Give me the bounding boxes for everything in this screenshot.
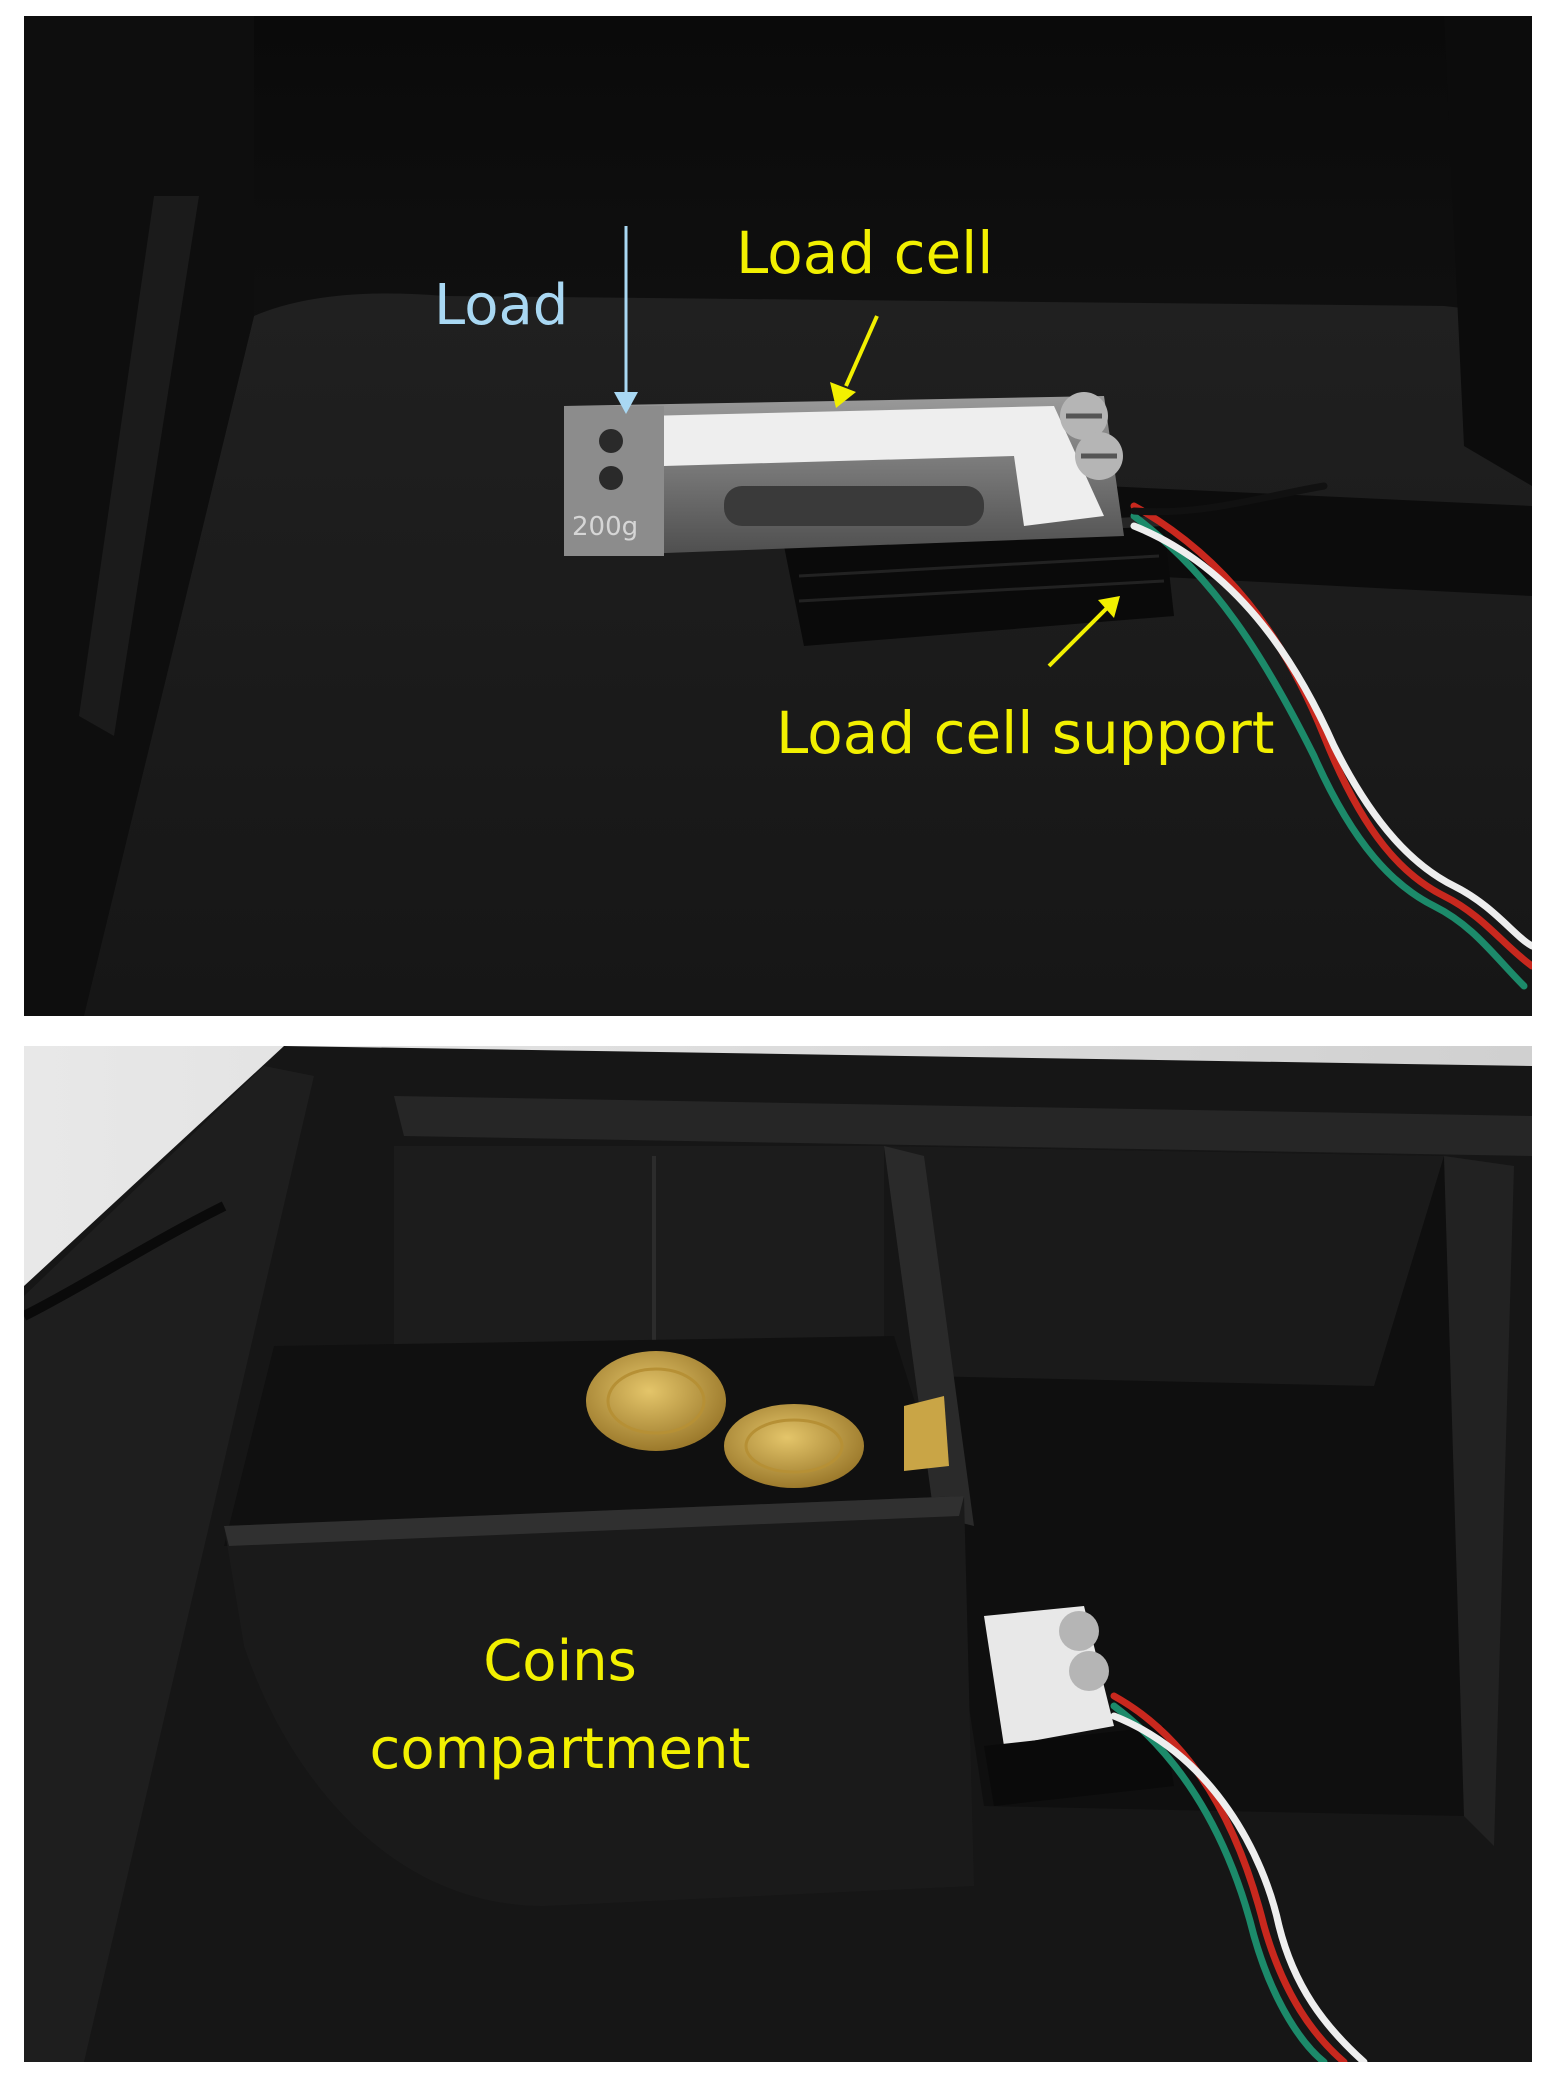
load-label: Load (434, 273, 569, 338)
load-cell-support-label: Load cell support (776, 699, 1275, 767)
wires (1130, 482, 1532, 990)
load-cell-visible (984, 1606, 1174, 1806)
coin (586, 1351, 726, 1451)
load-cell-label: Load cell (736, 219, 994, 287)
bottom-photo-scene (24, 1046, 1532, 2062)
support-arrow-head (1098, 596, 1120, 618)
load-cell (564, 392, 1124, 556)
load-cell-arrow-shaft (844, 315, 879, 387)
coins (586, 1351, 949, 1488)
bottom-photo: Coins compartment (24, 1046, 1532, 2062)
right-wall (1444, 16, 1532, 486)
coin (904, 1396, 949, 1471)
housing-floor (84, 293, 1532, 1016)
annotation-arrows (614, 226, 1120, 668)
coin (724, 1404, 864, 1488)
external-cable (24, 1201, 227, 1321)
housing-left-rim (24, 1066, 314, 2062)
coins-label-line2: compartment (369, 1717, 751, 1782)
load-arrow-head (614, 392, 638, 414)
wires-bottom (1110, 1692, 1368, 2062)
top-photo: 200g Load Load cell Load cell support (24, 16, 1532, 1016)
top-photo-scene (24, 16, 1532, 1016)
left-rail (79, 196, 199, 736)
right-compartment (884, 1146, 1514, 1846)
coins-compartment-box (224, 1146, 974, 1906)
housing-top-rim (394, 1096, 1532, 1156)
load-cell-arrow-head (830, 382, 856, 408)
load-cell-engraving: 200g (572, 512, 639, 542)
coins-label-line1: Coins (483, 1629, 637, 1694)
support-arrow-shaft (1047, 604, 1111, 668)
